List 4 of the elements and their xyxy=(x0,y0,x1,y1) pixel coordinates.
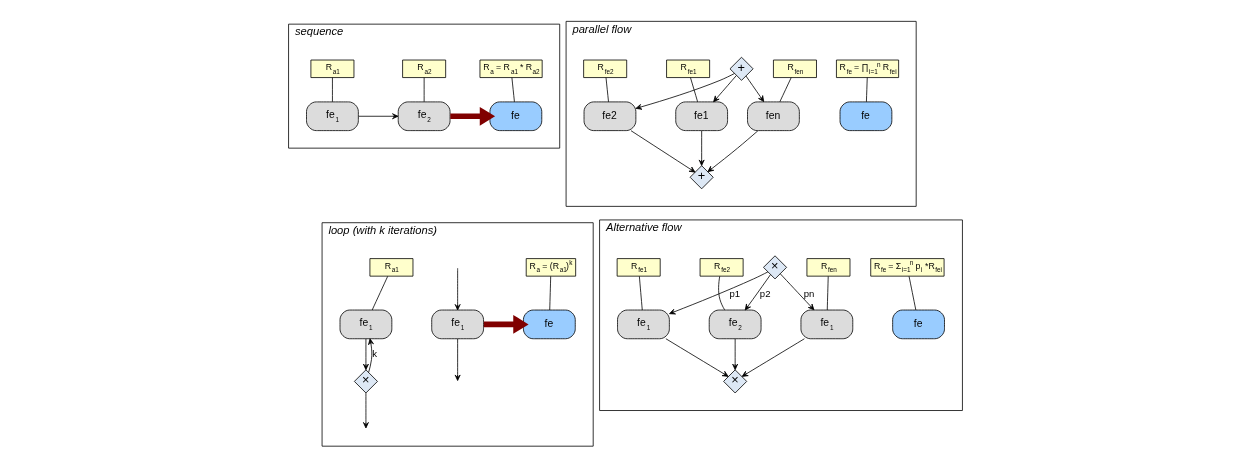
edge-label: p2 xyxy=(759,287,770,299)
edge-label: pn xyxy=(803,287,814,299)
edge-label: k xyxy=(371,347,377,359)
edge-label: p1 xyxy=(729,287,740,299)
